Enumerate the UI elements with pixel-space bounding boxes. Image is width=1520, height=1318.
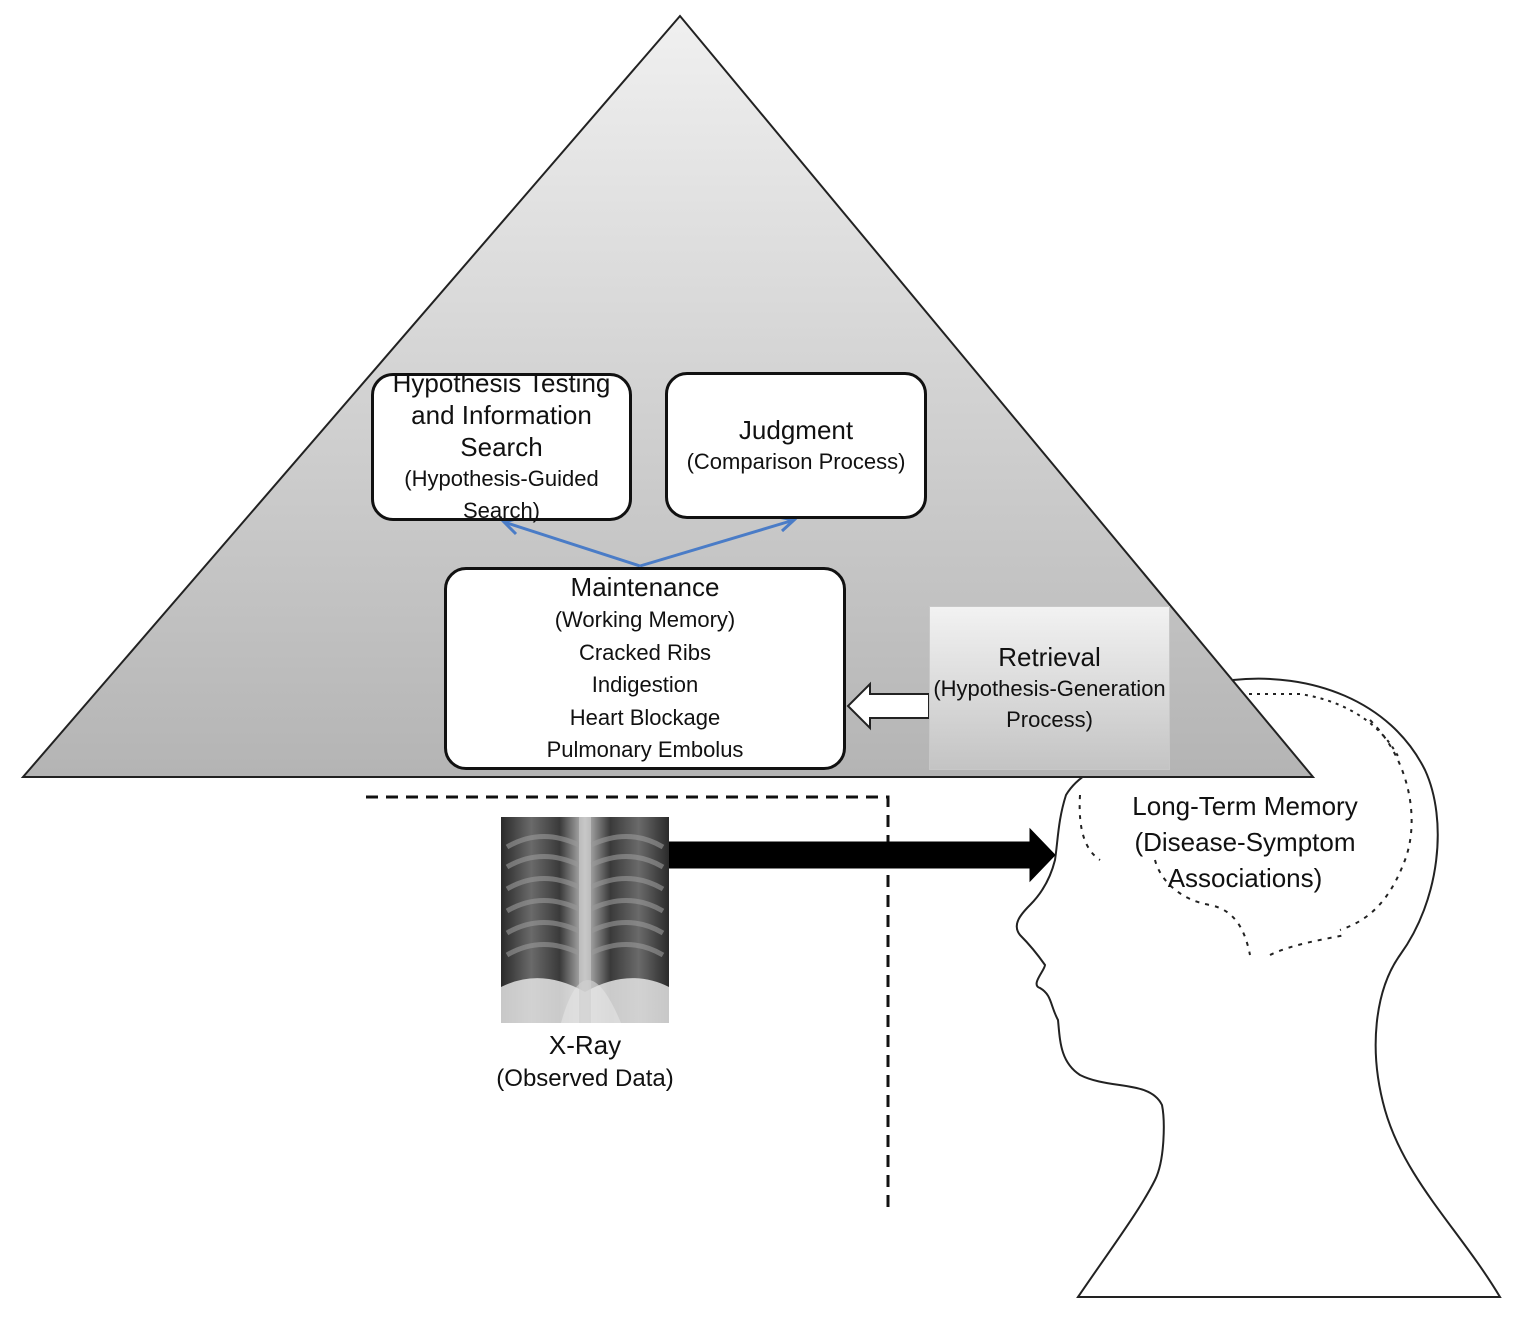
retrieval-box: Retrieval (Hypothesis-Generation Process… [929,606,1170,770]
ltm-title: Long-Term Memory [1132,791,1358,821]
retrieval-sub-line2: Process) [1006,707,1093,732]
observation-boundary-line [366,795,890,1208]
retrieval-to-maintenance-arrow [846,681,930,731]
xray-title: X-Ray [548,1030,622,1060]
ltm-sub: (Disease-Symptom Associations) [1134,827,1356,893]
hypothesis-item: Indigestion [591,672,699,698]
hypothesis-testing-box: Hypothesis Testing and Information Searc… [371,368,632,523]
maintenance-sub: (Working Memory) [554,607,736,633]
xray-label: X-Ray (Observed Data) [470,1028,700,1096]
long-term-memory-label: Long-Term Memory (Disease-Symptom Associ… [1060,788,1430,896]
hypothesis-item: Pulmonary Embolus [546,737,744,763]
judgment-box: Judgment (Comparison Process) [665,372,927,519]
judgment-title: Judgment [738,414,854,445]
hypothesis-title-line2: and Information Search [411,400,592,462]
hypothesis-item: Cracked Ribs [578,639,712,665]
hypothesis-sub-line2: Search) [462,498,541,523]
xray-sub: (Observed Data) [496,1065,674,1092]
hypothesis-title-line1: Hypothesis Testing [392,368,611,398]
retrieval-sub-line1: (Hypothesis-Generation [933,676,1166,701]
retrieval-title: Retrieval [998,642,1101,672]
head-outline [1015,677,1502,1298]
judgment-sub: (Comparison Process) [686,448,906,474]
chest-xray-image [501,817,669,1023]
hypothesis-item: Heart Blockage [569,704,721,730]
hypothesis-sub-line1: (Hypothesis-Guided [404,466,599,491]
maintenance-box: Maintenance (Working Memory) Cracked Rib… [444,567,846,770]
xray-to-memory-arrow [668,827,1056,883]
maintenance-title: Maintenance [570,572,720,603]
